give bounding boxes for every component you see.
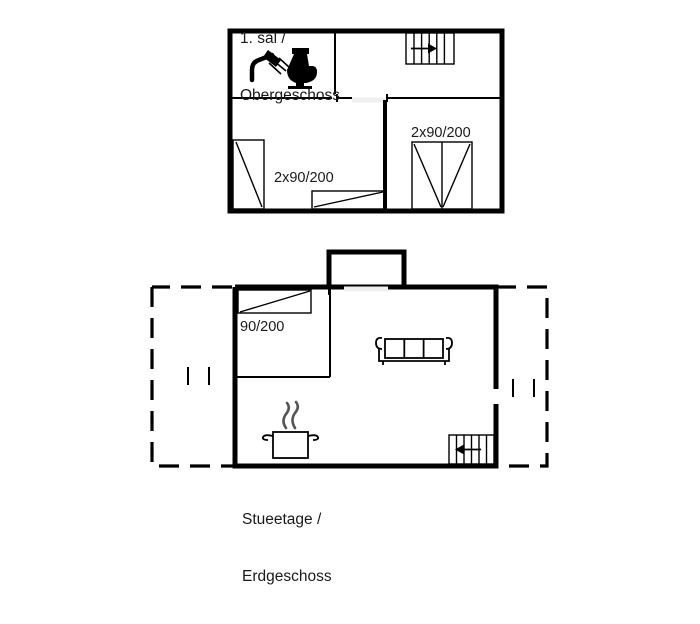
- upper-south-window-swing: [313, 191, 384, 208]
- terrace-right-ticks: [512, 379, 535, 397]
- upper-right-bedroom: 2x90/200: [411, 125, 473, 210]
- upper-floor-caption-line1: 1. sal /: [240, 30, 286, 47]
- sofa-arm-right: [445, 336, 453, 350]
- staircase-up-icon: [405, 32, 455, 65]
- lower-floor-caption-line1: Stueetage /: [242, 511, 322, 528]
- pot-handle-right: [307, 434, 320, 441]
- upper-left-bedroom: 2x90/200: [232, 139, 334, 210]
- upper-interior-walls: [232, 33, 500, 209]
- pot-steam-right: [291, 400, 300, 430]
- vestibule-walls: [326, 249, 407, 289]
- stair-arrow-down: [455, 444, 464, 455]
- sofa-seat-block: [384, 338, 444, 359]
- stair-outline-upper: [405, 32, 455, 65]
- upper-floor-caption: 1. sal / Obergeschoss: [240, 0, 340, 143]
- toilet-cistern: [292, 48, 309, 54]
- cooking-pot-icon: [261, 400, 320, 459]
- pot-body: [272, 431, 309, 459]
- sofa-seat-dividers: [403, 339, 425, 358]
- terrace-left-ticks: [187, 367, 210, 385]
- sofa-icon: [375, 336, 453, 365]
- lower-entrance-door: 90/200: [237, 289, 312, 335]
- lower-exterior-wall-north: [235, 284, 499, 389]
- lower-door-frame: [237, 289, 312, 314]
- shower-spray: [268, 57, 291, 75]
- stair-arrow-up: [428, 43, 437, 54]
- sofa-feet: [382, 361, 446, 365]
- floor-plan-drawing: 2x90/200 2x90/200: [150, 28, 549, 469]
- lower-terraces: [150, 285, 549, 468]
- upper-outer-walls: [227, 28, 505, 214]
- staircase-down-icon: [448, 434, 495, 465]
- upper-south-window-frame: [311, 190, 385, 210]
- upper-floor-plan: 2x90/200 2x90/200: [227, 28, 505, 214]
- floor-plan-canvas: 1. sal / Obergeschoss Stueetage / Erdges…: [150, 0, 549, 585]
- lower-exterior-wall-main: [232, 287, 499, 469]
- upper-door-swing-left: [413, 143, 442, 208]
- shower-icon: [249, 50, 291, 83]
- terrace-right-outline: [462, 285, 549, 468]
- pot-handle-left: [261, 434, 274, 441]
- pot-steam-left: [282, 401, 291, 430]
- sofa-arm-left: [375, 336, 383, 350]
- lower-floor-caption-line2: Erdgeschoss: [242, 568, 332, 585]
- lower-door-swing: [239, 290, 311, 313]
- lower-outer-walls: [232, 284, 499, 469]
- toilet-base: [288, 86, 312, 89]
- lower-door-label: 90/200: [240, 319, 284, 335]
- upper-south-window: [311, 190, 385, 210]
- upper-left-door-label: 2x90/200: [274, 170, 334, 186]
- upper-right-door-label: 2x90/200: [411, 125, 471, 141]
- upper-left-window-swing: [235, 141, 263, 208]
- upper-floor-caption-line2: Obergeschoss: [240, 87, 340, 104]
- lower-floor-plan: 90/200: [150, 249, 549, 469]
- toilet-icon: [287, 48, 317, 89]
- lower-interior-walls: [237, 289, 331, 378]
- sofa-base: [378, 349, 450, 362]
- toilet-bowl: [287, 54, 317, 86]
- upper-exterior-wall: [227, 28, 505, 214]
- upper-door-swing-right: [442, 143, 471, 208]
- upper-left-window-frame: [232, 139, 265, 210]
- lower-floor-caption: Stueetage / Erdgeschoss: [242, 472, 332, 624]
- shower-hose: [249, 52, 275, 83]
- terrace-left-outline: [150, 285, 294, 468]
